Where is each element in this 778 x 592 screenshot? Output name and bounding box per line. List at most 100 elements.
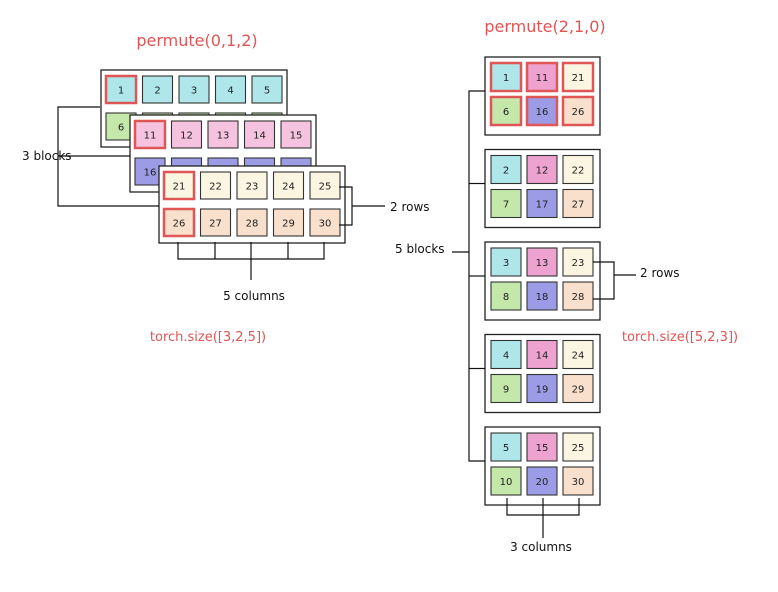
- right-block-2-cell: [562, 188, 594, 219]
- cell-value: 27: [209, 219, 222, 230]
- right-block-3-cell: [526, 281, 558, 311]
- right-block-2-cell: [562, 154, 594, 185]
- cell-value: 2: [154, 86, 160, 97]
- right-rows-label: 2 rows: [640, 266, 680, 280]
- right-block-5-cell: [562, 466, 594, 496]
- cell-value: 26: [572, 107, 585, 118]
- cell-value: 5: [503, 443, 509, 454]
- cell-value: 6: [118, 123, 124, 134]
- right-block-5-cell: [526, 466, 558, 496]
- cell-value: 8: [503, 292, 509, 303]
- cell-value: 20: [536, 477, 549, 488]
- cell-value: 10: [500, 477, 513, 488]
- cell-value: 15: [290, 131, 303, 142]
- cell-value: 12: [536, 166, 549, 177]
- cell-value: 16: [536, 107, 549, 118]
- left-title: permute(0,1,2): [136, 31, 257, 50]
- cell-value: 29: [282, 219, 295, 230]
- left-rows-label: 2 rows: [390, 200, 430, 214]
- right-block-4-cell: [526, 339, 558, 370]
- cell-value: 4: [503, 351, 509, 362]
- right-block-4-cell: [490, 373, 522, 404]
- right-block-3-cell: [490, 247, 522, 277]
- left-block-3-cell: [272, 208, 305, 237]
- cell-value: 1: [503, 73, 509, 84]
- left-block-1-cell: [178, 75, 210, 104]
- left-block-1-cell: [214, 75, 247, 104]
- cell-value: 23: [572, 258, 585, 269]
- cell-value: 12: [180, 131, 193, 142]
- cell-value: 14: [253, 131, 266, 142]
- left-block-2-cell: [243, 120, 276, 149]
- cell-value: 5: [264, 86, 270, 97]
- cell-value: 27: [572, 200, 585, 211]
- diagram-drawing: 1234567891011121314151617181920212223242…: [57, 56, 636, 538]
- cell-value: 11: [536, 73, 549, 84]
- left-block-2-cell: [170, 120, 203, 149]
- cell-value: 15: [536, 443, 549, 454]
- right-block-2-cell: [526, 188, 558, 219]
- cell-value: 28: [246, 219, 259, 230]
- left-block-1-cell: [141, 75, 174, 104]
- cell-value: 4: [227, 86, 233, 97]
- cell-value: 28: [572, 292, 585, 303]
- cell-value: 21: [572, 73, 585, 84]
- left-block-2-cell: [207, 120, 239, 149]
- right-block-5-cell: [490, 432, 522, 462]
- right-block-2-cell: [490, 188, 522, 219]
- right-block-1-cell: [525, 61, 559, 93]
- left-block-3-cell: [236, 208, 268, 237]
- right-rows-bracket: [593, 261, 615, 300]
- right-block-3-cell: [490, 281, 522, 311]
- cell-value: 26: [173, 219, 186, 230]
- cell-value: 30: [572, 477, 585, 488]
- cell-value: 11: [144, 131, 157, 142]
- left-block-1-cell: [104, 74, 138, 105]
- left-block-3-cell: [199, 208, 232, 237]
- cell-value: 24: [572, 351, 585, 362]
- left-columns-label: 5 columns: [223, 289, 285, 303]
- left-block-3-cell: [162, 207, 196, 238]
- cell-value: 22: [209, 182, 222, 193]
- cell-value: 19: [536, 385, 549, 396]
- cell-value: 2: [503, 166, 509, 177]
- right-title: permute(2,1,0): [484, 17, 605, 36]
- right-block-4-cell: [526, 373, 558, 404]
- left-size-label: torch.size([3,2,5]): [150, 330, 266, 345]
- cell-value: 18: [536, 292, 549, 303]
- right-block-2-cell: [490, 154, 522, 185]
- left-block-1-cell: [251, 75, 283, 104]
- right-block-2-cell: [526, 154, 558, 185]
- cell-value: 22: [572, 166, 585, 177]
- cell-value: 25: [572, 443, 585, 454]
- cell-value: 24: [282, 182, 295, 193]
- left-block-2-cell: [280, 120, 312, 149]
- cell-value: 25: [319, 182, 332, 193]
- right-block-3-cell: [562, 247, 594, 277]
- cell-value: 3: [503, 258, 509, 269]
- right-block-1-cell: [561, 61, 595, 93]
- right-block-3-cell: [526, 247, 558, 277]
- cell-value: 6: [503, 107, 509, 118]
- right-block-1-cell: [489, 61, 523, 93]
- cell-value: 1: [118, 86, 124, 97]
- cell-value: 13: [536, 258, 549, 269]
- cell-value: 9: [503, 385, 509, 396]
- left-block-3-cell: [309, 171, 341, 200]
- right-block-1-cell: [489, 95, 523, 127]
- cell-value: 17: [536, 200, 549, 211]
- right-block-1-cell: [561, 95, 595, 127]
- right-block-3-cell: [562, 281, 594, 311]
- left-blocks-label: 3 blocks: [22, 149, 72, 163]
- right-block-1-cell: [525, 95, 559, 127]
- right-size-label: torch.size([5,2,3]): [622, 330, 738, 345]
- cell-value: 3: [191, 86, 197, 97]
- cell-value: 29: [572, 385, 585, 396]
- right-block-4-cell: [490, 339, 522, 370]
- left-block-3-cell: [236, 171, 268, 200]
- left-block-3-cell: [162, 170, 196, 201]
- right-block-5-cell: [526, 432, 558, 462]
- cell-value: 21: [173, 182, 186, 193]
- left-block-3-cell: [272, 171, 305, 200]
